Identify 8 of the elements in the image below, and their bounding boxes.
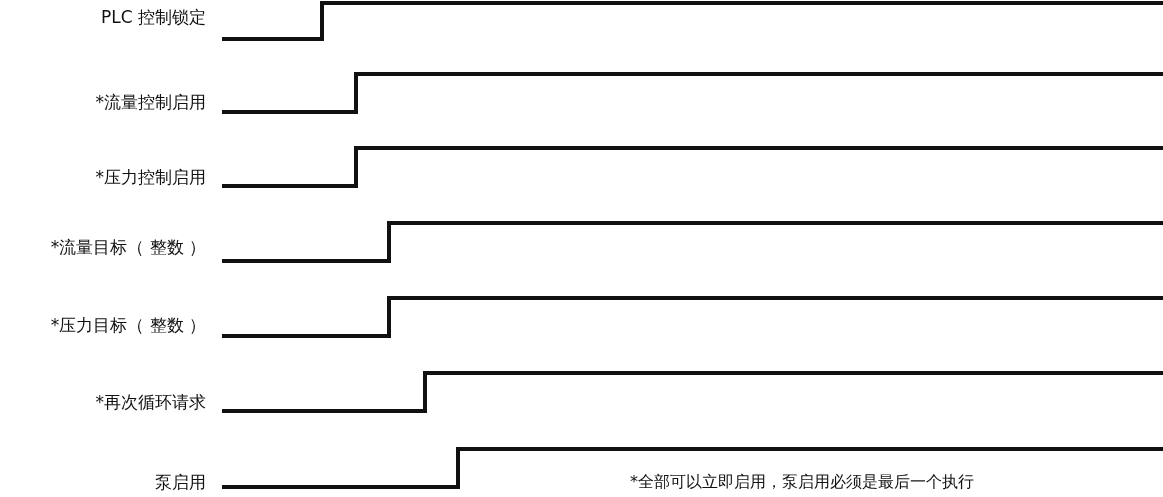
signal-label: *压力控制启用	[94, 166, 206, 188]
note: *全部可以立即启用，泵启用必须是最后一个执行	[630, 472, 974, 492]
signal-label: 泵启用	[154, 471, 206, 493]
signal-label: *再次循环请求	[94, 391, 206, 413]
signal-label: *压力目标（ 整数 ）	[49, 314, 206, 336]
signal-label: *流量控制启用	[94, 91, 206, 113]
signal-label: *流量目标（ 整数 ）	[49, 236, 206, 258]
signal-label: PLC 控制锁定	[100, 6, 206, 28]
